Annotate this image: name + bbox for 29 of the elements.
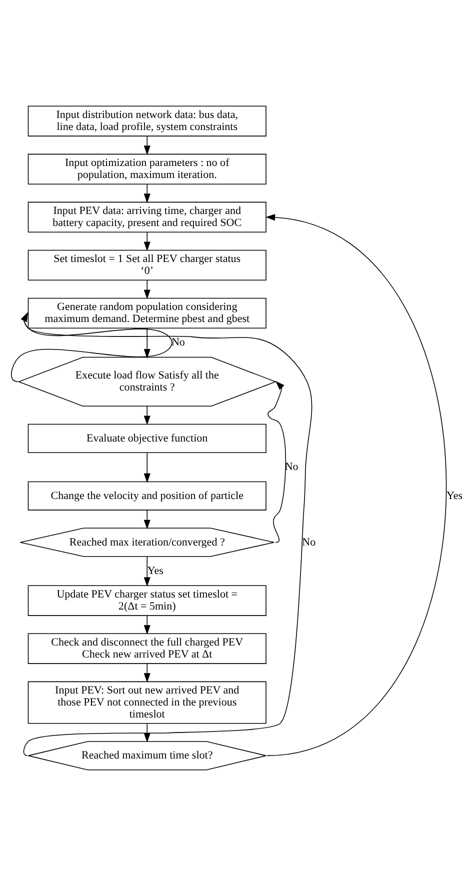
node-box: Update PEV charger status set timeslot = 2(Δt = 5min) [28, 585, 266, 616]
edge-label: No [302, 536, 316, 548]
node-box: Input optimization parameters : no of population, maximum iteration. [28, 154, 266, 184]
node-box: Generate random population considering maximum demand. Determine pbest and gbest [28, 298, 266, 329]
node-box: Input PEV: Sort out new arrived PEV and those PEV not connected in the previous timeslot [28, 681, 266, 724]
node-box: Input PEV data: arriving time, charger and battery capacity, present and required SOC [28, 202, 266, 232]
arrow [144, 510, 150, 530]
node-box: Check and disconnect the full charged PEV Check new arrived PEV at Δt [28, 633, 266, 664]
edge-label: Yes [147, 564, 164, 577]
arrow [144, 452, 150, 483]
arrow [268, 380, 286, 543]
arrow [144, 615, 150, 635]
arrow [144, 556, 150, 587]
arrow [144, 280, 150, 300]
arrow [144, 136, 150, 156]
arrow [144, 406, 150, 426]
arrow [11, 312, 172, 382]
arrow [266, 214, 447, 756]
node-box: Evaluate objective function [28, 424, 266, 453]
arrow [20, 312, 312, 756]
node-box: Set timeslot = 1 Set all PEV charger status ‘0’ [28, 250, 266, 281]
arrow [144, 723, 150, 742]
arrow [144, 328, 150, 358]
edge-label: Yes [446, 490, 463, 502]
arrow [144, 663, 150, 683]
arrow [144, 184, 150, 204]
node-box: Change the velocity and position of particle [28, 481, 266, 510]
node-box: Input distribution network data: bus data, line data, load profile, system constraints [28, 106, 266, 136]
arrow [144, 232, 150, 252]
